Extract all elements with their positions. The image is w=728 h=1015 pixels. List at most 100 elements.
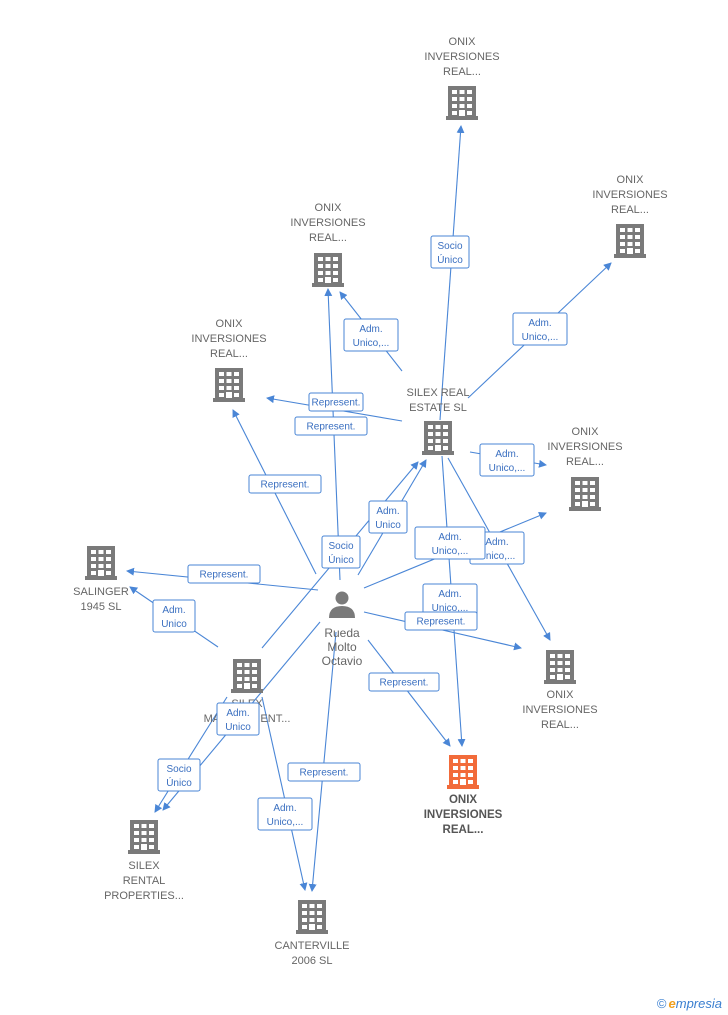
relation-label-text: Único	[166, 776, 192, 789]
company-node-onix-right-mid[interactable]: ONIX INVERSIONES REAL...	[547, 426, 623, 511]
relation-label: Represent.	[248, 474, 322, 494]
relation-label-text: Unico	[375, 520, 401, 531]
company-node-onix-top[interactable]: ONIXINVERSIONESREAL...	[424, 36, 500, 120]
company-name-line: ESTATE SL	[409, 402, 467, 414]
relation-label-box	[287, 762, 361, 782]
person-name-line: Rueda	[324, 626, 360, 640]
building-icon	[569, 477, 601, 511]
building-icon	[544, 650, 576, 684]
relation-label-box	[157, 758, 201, 792]
relation-label: Adm.Unico,...	[414, 526, 486, 560]
relation-label: Represent.	[294, 416, 368, 436]
company-name-line: INVERSIONES	[424, 51, 499, 63]
relation-label-box	[512, 312, 568, 346]
company-name-line: REAL...	[309, 232, 347, 244]
relation-label-text: Unico,...	[267, 817, 304, 828]
company-name-line: RENTAL	[123, 875, 166, 887]
building-icon	[85, 546, 117, 580]
relation-label: Adm.Unico,...	[422, 583, 478, 617]
company-name-line: REAL...	[611, 204, 649, 216]
relation-label-box	[308, 392, 364, 412]
relation-label: Adm. Unico	[152, 599, 196, 633]
company-node-canterville[interactable]: CANTERVILLE 2006 SL	[275, 900, 350, 967]
relation-label-text: Socio	[328, 541, 353, 552]
relation-label: Represent.	[187, 564, 261, 584]
brand-logo: ©empresia	[656, 996, 722, 1011]
relation-label-text: Adm.	[485, 537, 508, 548]
relation-label-text: Adm.	[273, 803, 296, 814]
relation-label-text: Represent.	[300, 768, 349, 779]
company-node-salinger[interactable]: SALINGER 1945 SL	[73, 546, 129, 613]
relation-label: Adm.Unico	[216, 702, 260, 736]
building-icon	[296, 900, 328, 934]
relation-edge	[439, 125, 465, 421]
relation-label-box	[368, 672, 440, 692]
relation-label-box	[294, 416, 368, 436]
relation-label-text: Unico	[225, 722, 251, 733]
company-name-line: ONIX	[547, 689, 575, 701]
company-name-line: INVERSIONES	[547, 441, 622, 453]
relation-label-text: Socio	[437, 241, 462, 252]
relation-label: Represent.	[287, 762, 361, 782]
building-icon	[446, 86, 478, 120]
company-name-line: REAL...	[566, 456, 604, 468]
company-node-onix-right-low[interactable]: ONIX INVERSIONES REAL...	[522, 650, 598, 731]
building-icon	[422, 421, 454, 455]
building-icon	[128, 820, 160, 854]
company-node-silex-rental[interactable]: SILEXRENTALPROPERTIES...	[104, 820, 184, 902]
company-name-line: ONIX	[449, 36, 477, 48]
relation-label-box	[248, 474, 322, 494]
company-name-line: INVERSIONES	[592, 189, 667, 201]
relation-label: Represent.	[368, 672, 440, 692]
relation-label-text: Adm.	[162, 605, 185, 616]
relation-label-text: Represent.	[200, 570, 249, 581]
building-icon	[231, 659, 263, 693]
company-name-line: ONIX	[617, 174, 645, 186]
company-name-line: CANTERVILLE	[275, 940, 350, 952]
company-node-onix-mid-top[interactable]: ONIXINVERSIONESREAL...	[290, 202, 366, 287]
company-name-line: ONIX	[572, 426, 600, 438]
company-node-onix-right-top[interactable]: ONIX INVERSIONES REAL...	[592, 174, 668, 258]
person-icon-body	[329, 606, 355, 618]
company-name-line: INVERSIONES	[522, 704, 597, 716]
company-name-line: INVERSIONES	[424, 809, 503, 821]
relation-label-text: Represent.	[261, 480, 310, 491]
company-name-line: 2006 SL	[292, 955, 333, 967]
relation-label-text: Único	[437, 253, 463, 266]
company-name-line: REAL...	[541, 719, 579, 731]
relation-label: Adm. Unico,...	[257, 797, 313, 831]
relation-label-box	[321, 535, 361, 569]
relation-label-text: Unico,...	[522, 332, 559, 343]
relation-label-text: Adm.	[376, 506, 399, 517]
company-name-line: SILEX REAL	[407, 387, 470, 399]
company-node-onix-main[interactable]: ONIXINVERSIONESREAL...	[424, 755, 503, 836]
relation-edge	[367, 639, 451, 747]
company-node-silex-real[interactable]: SILEX REAL ESTATE SL	[407, 387, 470, 455]
relation-label-text: Unico,...	[432, 603, 469, 614]
relation-label-text: Unico,...	[489, 463, 526, 474]
building-icon	[213, 368, 245, 402]
relation-edge	[261, 696, 308, 891]
relation-label-text: Represent.	[417, 617, 466, 628]
company-name-line: 1945 SL	[81, 601, 122, 613]
company-name-line: SALINGER	[73, 586, 129, 598]
company-name-line: REAL...	[210, 348, 248, 360]
person-name-line: Octavio	[322, 654, 363, 668]
relation-label-box	[479, 443, 535, 477]
relation-label-box	[414, 526, 486, 560]
relation-label: Adm.Unico,...	[479, 443, 535, 477]
relation-edge	[154, 696, 228, 813]
relation-label-box	[430, 235, 470, 269]
company-name-line: INVERSIONES	[290, 217, 365, 229]
relation-label: Adm. Unico,...	[512, 312, 568, 346]
relation-label-text: Adm.	[438, 532, 461, 543]
company-node-onix-left[interactable]: ONIXINVERSIONESREAL...	[191, 318, 267, 402]
relation-label-box	[343, 318, 399, 352]
relation-label-text: Unico	[161, 619, 187, 630]
building-icon	[614, 224, 646, 258]
relation-label-box	[368, 500, 408, 534]
relation-label-text: Adm.	[528, 318, 551, 329]
